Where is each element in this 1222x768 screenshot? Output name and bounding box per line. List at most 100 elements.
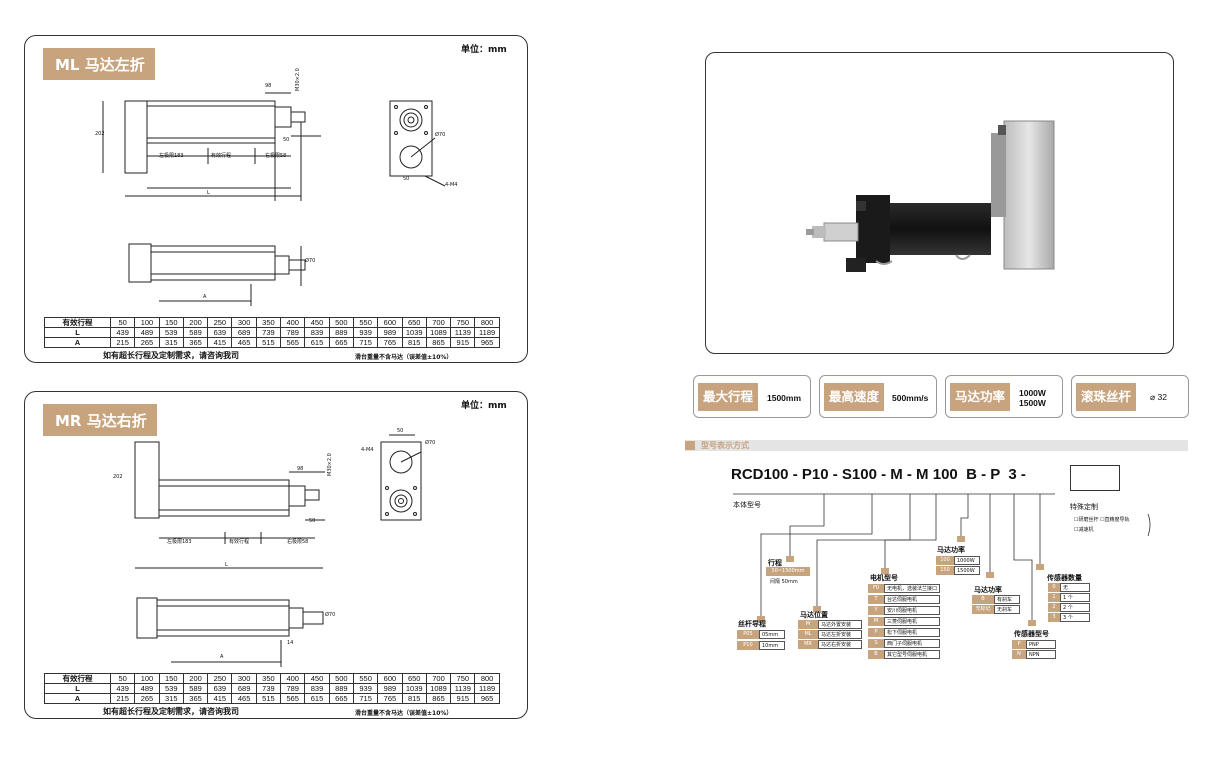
- dim-4m4: 4-M4: [361, 447, 374, 453]
- motor-type-code: F0: [868, 584, 884, 593]
- motor-type-desc: 台达伺服电机: [884, 595, 940, 604]
- panel-mr: MR 马达右折 单位：mm: [24, 391, 528, 719]
- section-title: 型号表示方式: [701, 441, 749, 450]
- sensor-count-code: 3: [1048, 613, 1060, 622]
- motor-pos-desc: 马达左折安装: [818, 630, 862, 639]
- sensor-count-code: 2: [1048, 603, 1060, 612]
- spec-label: 最高速度: [824, 383, 885, 411]
- label-right-limit: 右极限58: [265, 153, 287, 159]
- motor-type-desc: 无电机，选装法兰接口: [884, 584, 940, 593]
- lead-code: P10: [737, 641, 759, 650]
- unit-label: 单位：mm: [461, 401, 507, 411]
- spec-value: ⌀ 32: [1150, 392, 1167, 402]
- motor-type-code: B: [868, 650, 884, 659]
- spec-ball-screw: 滚珠丝杆 ⌀ 32: [1071, 375, 1189, 418]
- dim-L: L: [225, 562, 228, 568]
- motor-type-desc: 其它型号伺服电机: [884, 650, 940, 659]
- motor-type-code: M: [868, 617, 884, 626]
- motor-type-code: Y: [868, 606, 884, 615]
- panel-ml: ML 马达左折 单位：mm: [24, 35, 528, 363]
- motor-type-desc: 三菱伺服电机: [884, 617, 940, 626]
- sensor-count-desc: 3 个: [1060, 613, 1090, 622]
- motor-type-code: P: [868, 628, 884, 637]
- actuator-image: [806, 120, 1055, 272]
- motor-pos-code: M: [798, 620, 818, 629]
- sensor-type-code: N: [1012, 650, 1026, 659]
- dim-d70-end: Ø70: [435, 132, 446, 138]
- motor-power-desc: 1000W: [954, 556, 980, 565]
- motor-pos-title: 马达位置: [800, 611, 828, 619]
- dim-50: 50: [309, 518, 316, 524]
- section-marker: [685, 441, 695, 450]
- dim-d70-end: Ø70: [425, 440, 436, 446]
- stroke-range: 50~1500mm: [766, 567, 810, 576]
- motor-type-code: S: [868, 639, 884, 648]
- label-effective: 有效行程: [229, 539, 250, 545]
- motor-pos-code: MR: [798, 640, 818, 649]
- dim-50-end: 50: [403, 176, 410, 182]
- ml-drawing: [102, 92, 446, 306]
- label-left-limit: 左极限183: [167, 539, 192, 545]
- spec-value: 1000W 1500W: [1019, 387, 1046, 408]
- brake-desc: 无刹车: [994, 605, 1020, 614]
- dim-50-end: 50: [397, 428, 404, 434]
- spec-label: 滚珠丝杆: [1076, 383, 1137, 411]
- dim-14: 14: [287, 640, 294, 646]
- dim-50: 50: [283, 137, 290, 143]
- spec-motor-power: 马达功率 1000W 1500W: [945, 375, 1063, 418]
- sensor-count-desc: 2 个: [1060, 603, 1090, 612]
- footer-note: 如有超长行程及定制需求，请咨询我司: [103, 351, 239, 360]
- dim-L: L: [207, 190, 210, 196]
- unit-label: 单位：mm: [461, 45, 507, 55]
- dim-A: A: [220, 654, 224, 660]
- panel-title: ML 马达左折: [43, 48, 155, 80]
- motor-power-code: 150: [936, 566, 954, 575]
- dim-98: 98: [297, 466, 304, 472]
- lead-desc: 10mm: [759, 641, 785, 650]
- model-code: RCD100 - P10 - S100 - M - M 100 B - P 3 …: [731, 466, 1026, 483]
- spec-max-stroke: 最大行程 1500mm: [693, 375, 811, 418]
- body-label: 本体型号: [733, 501, 761, 509]
- footer-note: 如有超长行程及定制需求，请咨询我司: [103, 707, 239, 716]
- special-option: ☐减速机: [1074, 527, 1094, 533]
- spec-label: 马达功率: [950, 383, 1011, 411]
- sensor-type-desc: PNP: [1026, 640, 1056, 649]
- dim-d70-bottom: Ø70: [305, 258, 316, 264]
- sensor-count-code: 1: [1048, 593, 1060, 602]
- dim-d70-bottom: Ø70: [325, 612, 336, 618]
- label-left-limit: 左极限183: [159, 153, 184, 159]
- special-label: 特殊定制: [1070, 503, 1098, 511]
- sensor-type-title: 传感器型号: [1014, 630, 1049, 638]
- motor-type-desc: 松下伺服电机: [884, 628, 940, 637]
- dim-4m4: 4-M4: [445, 182, 458, 188]
- product-photo: [705, 52, 1174, 354]
- brake-code: B: [972, 595, 994, 604]
- spec-value: 1500mm: [767, 392, 802, 403]
- motor-pos-desc: 马达外置安装: [818, 620, 862, 629]
- stroke-interval: 间隔 50mm: [770, 579, 798, 585]
- motor-type-code: T: [868, 595, 884, 604]
- lead-desc: 05mm: [759, 630, 785, 639]
- motor-power-desc: 1500W: [954, 566, 980, 575]
- label-right-limit: 右极限58: [287, 539, 309, 545]
- sensor-count-desc: 无: [1060, 583, 1090, 592]
- special-option: ☐研磨丝杆 ☐直精度导轨: [1074, 517, 1130, 523]
- motor-type-desc: 西门子伺服电机: [884, 639, 940, 648]
- motor-power-title: 马达功率: [937, 546, 965, 554]
- spec-max-speed: 最高速度 500mm/s: [819, 375, 937, 418]
- sensor-count-code: 0: [1048, 583, 1060, 592]
- dim-m30: M30×2.0: [327, 453, 333, 476]
- motor-power-code: 100: [936, 556, 954, 565]
- sensor-type-desc: NPN: [1026, 650, 1056, 659]
- sensor-count-desc: 1 个: [1060, 593, 1090, 602]
- label-effective: 有效行程: [211, 153, 232, 159]
- motor-type-desc: 安川伺服电机: [884, 606, 940, 615]
- footer-weight: 滑台重量不含马达（误差值±10%）: [355, 710, 453, 717]
- dim-m30: M30×2.0: [295, 68, 301, 91]
